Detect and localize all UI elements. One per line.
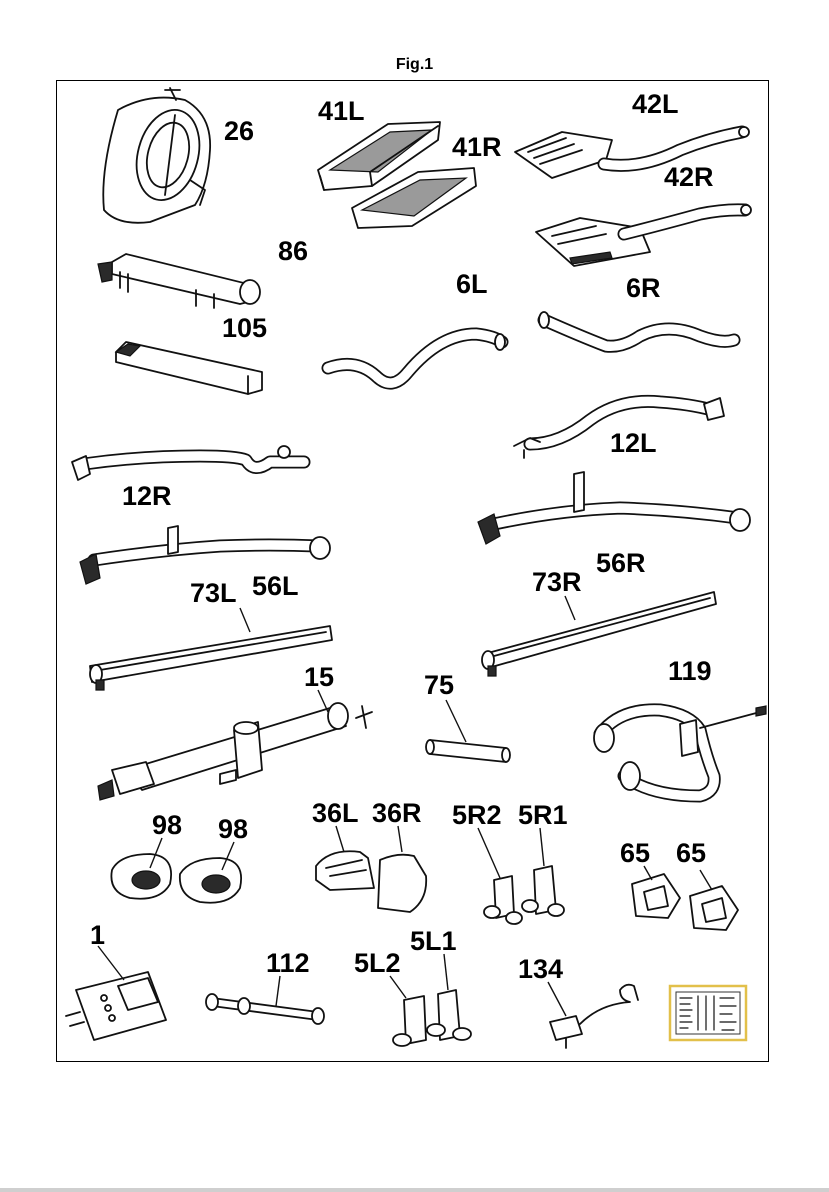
part-134-power-adapter: 134 bbox=[518, 954, 638, 1048]
part-98-end-cap-1: 98 bbox=[111, 810, 182, 899]
hardware-kit-card bbox=[670, 986, 746, 1040]
label-134: 134 bbox=[518, 954, 563, 984]
label-5R1: 5R1 bbox=[518, 800, 568, 830]
part-5R1-clamp: 5R1 bbox=[518, 800, 568, 916]
label-86: 86 bbox=[278, 236, 308, 266]
label-5L2: 5L2 bbox=[354, 948, 401, 978]
label-42R: 42R bbox=[664, 162, 714, 192]
label-26: 26 bbox=[224, 116, 254, 146]
part-42R-pedal-arm-right: 42R bbox=[536, 162, 751, 266]
label-65-2: 65 bbox=[676, 838, 706, 868]
part-36L-cover-left: 36L bbox=[312, 798, 374, 890]
label-41R: 41R bbox=[452, 132, 502, 162]
part-12L-arm-left: 12L bbox=[514, 398, 724, 458]
label-98-1: 98 bbox=[152, 810, 182, 840]
part-56R-swing-arm-right: 56R bbox=[478, 472, 750, 578]
label-6L: 6L bbox=[456, 269, 488, 299]
label-15: 15 bbox=[304, 662, 334, 692]
part-105-front-stabilizer: 105 bbox=[116, 313, 267, 394]
label-112: 112 bbox=[266, 948, 310, 978]
part-119-handlebar: 119 bbox=[594, 656, 766, 796]
part-112-bolt: 112 bbox=[206, 948, 324, 1024]
part-42L-pedal-arm-left: 42L bbox=[515, 89, 749, 178]
part-6R-handle-right: 6R bbox=[539, 273, 734, 346]
label-56R: 56R bbox=[596, 548, 646, 578]
label-119: 119 bbox=[668, 656, 712, 686]
label-56L: 56L bbox=[252, 571, 299, 601]
part-86-rear-stabilizer: 86 bbox=[98, 236, 308, 308]
part-98-end-cap-2: 98 bbox=[180, 814, 248, 903]
label-12L: 12L bbox=[610, 428, 657, 458]
part-15-main-frame: 15 bbox=[98, 662, 372, 800]
label-6R: 6R bbox=[626, 273, 661, 303]
part-26-flywheel-cover: 26 bbox=[103, 88, 254, 223]
part-36R-cover-right: 36R bbox=[372, 798, 426, 912]
part-5L2-clamp: 5L2 bbox=[354, 948, 426, 1046]
part-6L-handle-left: 6L bbox=[328, 269, 505, 383]
label-73R: 73R bbox=[532, 567, 582, 597]
label-12R: 12R bbox=[122, 481, 172, 511]
label-98-2: 98 bbox=[218, 814, 248, 844]
label-41L: 41L bbox=[318, 96, 365, 126]
part-12R-arm-right: 12R bbox=[72, 446, 304, 511]
label-36R: 36R bbox=[372, 798, 422, 828]
part-5R2-clamp: 5R2 bbox=[452, 800, 522, 924]
label-65-1: 65 bbox=[620, 838, 650, 868]
part-75-tube: 75 bbox=[424, 670, 510, 762]
label-5L1: 5L1 bbox=[410, 926, 457, 956]
label-42L: 42L bbox=[632, 89, 679, 119]
page-bottom-edge bbox=[0, 1188, 829, 1192]
label-36L: 36L bbox=[312, 798, 359, 828]
label-5R2: 5R2 bbox=[452, 800, 502, 830]
label-105: 105 bbox=[222, 313, 267, 343]
part-65-cover-2: 65 bbox=[676, 838, 738, 930]
label-75: 75 bbox=[424, 670, 454, 700]
part-65-cover-1: 65 bbox=[620, 838, 680, 918]
part-1-console: 1 bbox=[66, 920, 166, 1040]
label-1: 1 bbox=[90, 920, 105, 950]
label-73L: 73L bbox=[190, 578, 237, 608]
